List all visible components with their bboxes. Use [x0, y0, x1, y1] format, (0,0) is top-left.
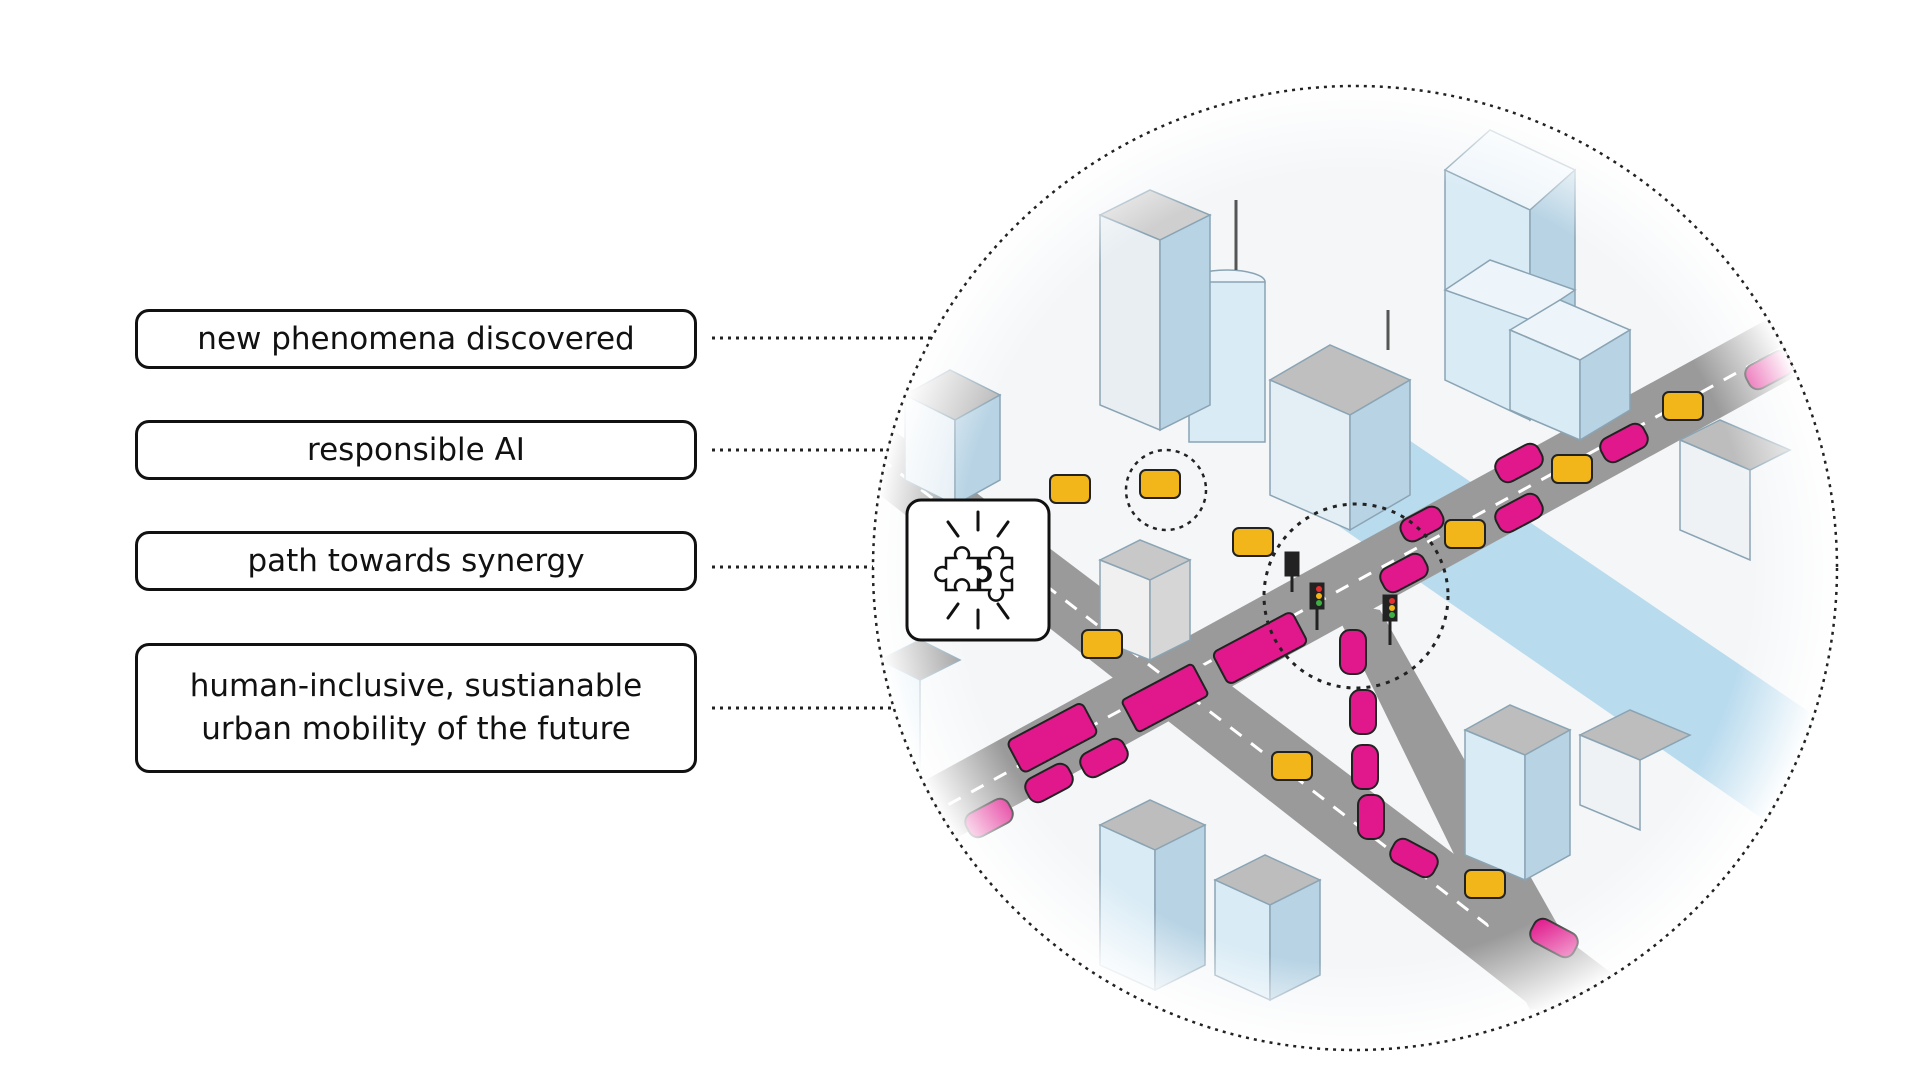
- city-scene: [873, 86, 1837, 1050]
- label-responsible-ai: responsible AI: [135, 420, 697, 480]
- label-path-towards-synergy: path towards synergy: [135, 531, 697, 591]
- label-urban-mobility-line2: urban mobility of the future: [201, 711, 631, 747]
- label-new-phenomena-text: new phenomena discovered: [197, 320, 635, 357]
- label-urban-mobility: human-inclusive, sustianable urban mobil…: [135, 643, 697, 773]
- label-responsible-ai-text: responsible AI: [307, 431, 525, 468]
- label-path-towards-synergy-text: path towards synergy: [247, 542, 585, 579]
- label-urban-mobility-line1: human-inclusive, sustianable: [189, 668, 643, 705]
- puzzle-pieces-icon: [934, 546, 1014, 602]
- responsible-ai-highlight: [1124, 448, 1208, 532]
- intersection-highlight: [1262, 502, 1450, 690]
- scene-boundary-circle: [871, 84, 1839, 1052]
- puzzle-icon-box: [905, 498, 1051, 642]
- label-new-phenomena: new phenomena discovered: [135, 309, 697, 369]
